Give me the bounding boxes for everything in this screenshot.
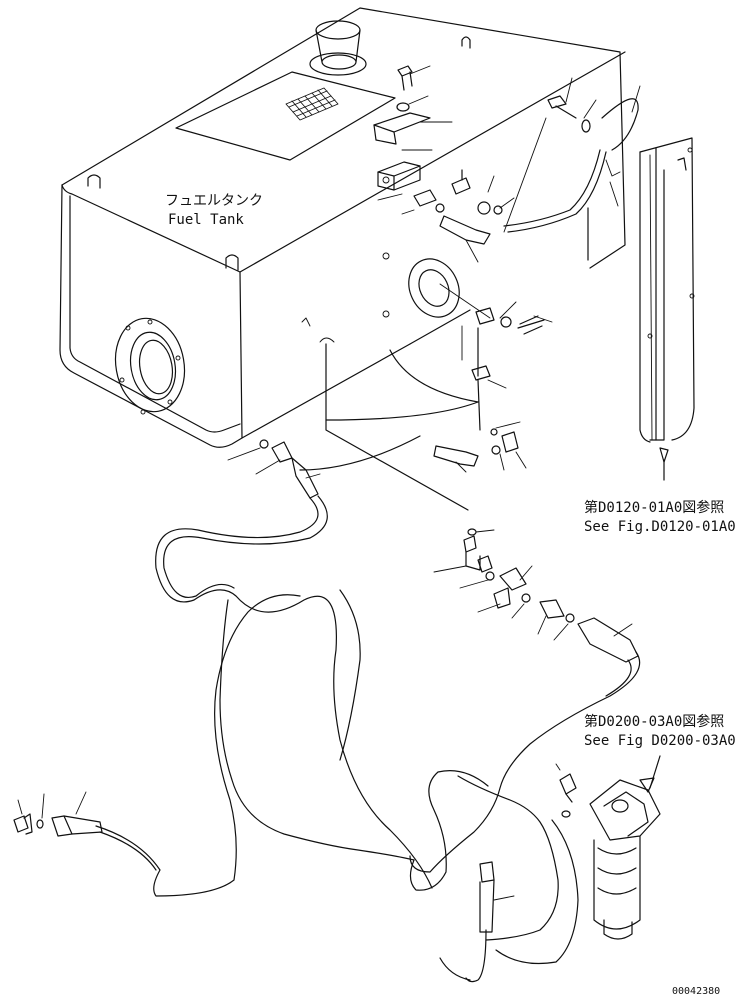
fuel-hoses <box>95 343 641 983</box>
side-guard <box>639 137 695 443</box>
fuel-tank-label-en: Fuel Tank <box>168 212 244 228</box>
fuel-tank <box>59 7 626 448</box>
inspection-cover <box>114 317 186 415</box>
fuel-tank-label-jp: フュエルタンク <box>165 193 263 209</box>
reference-en-2: See Fig D0200-03A0 <box>584 733 736 749</box>
reference-jp-2: 第D0200-03A0図参照 <box>584 713 724 730</box>
filter-fittings <box>433 528 639 663</box>
drawing-number: 00042380 <box>672 986 720 997</box>
reference-en-1: See Fig.D0120-01A0 <box>584 519 736 535</box>
left-hose-end <box>13 791 103 837</box>
filler-neck <box>309 20 367 76</box>
ref-arrow-1 <box>659 447 669 463</box>
reference-jp-1: 第D0120-01A0図参照 <box>584 499 724 516</box>
breather-mesh <box>285 87 339 121</box>
top-fittings <box>373 65 641 263</box>
left-fittings <box>227 439 321 499</box>
fuel-filter <box>555 763 661 940</box>
level-gauge <box>382 252 491 319</box>
lower-hose-end <box>479 861 515 933</box>
middle-fittings <box>389 301 553 473</box>
